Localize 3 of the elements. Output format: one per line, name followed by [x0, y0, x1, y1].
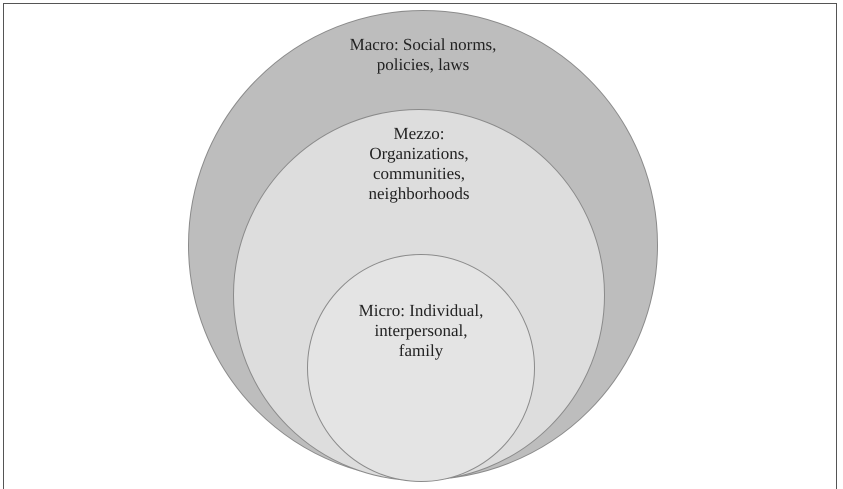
level-label: Macro: Social norms, policies, laws	[348, 35, 498, 75]
level-label: Micro: Individual, interpersonal, family	[358, 301, 484, 361]
level-label: Mezzo: Organizations, communities, neighborhoods	[367, 124, 471, 204]
